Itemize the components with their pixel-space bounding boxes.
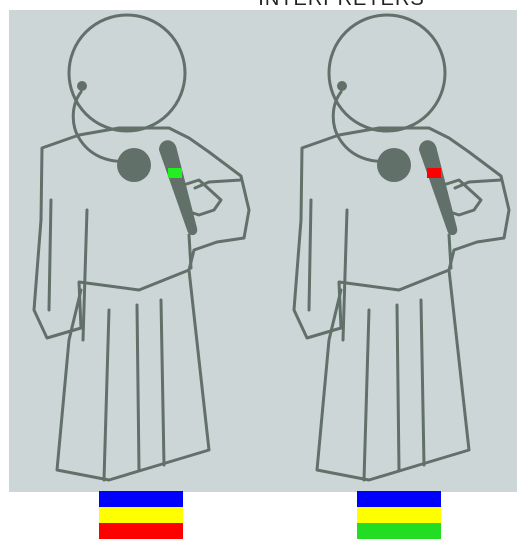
left-fold-3	[189, 235, 191, 268]
left-flag-stripe-3	[99, 523, 183, 539]
right-flag-stripe-2	[357, 507, 441, 523]
right-fold-3	[449, 235, 451, 268]
left-language-flag	[99, 491, 183, 539]
right-language-flag	[357, 491, 441, 539]
left-fold-1	[49, 200, 51, 310]
left-earpiece	[77, 81, 87, 91]
left-neck-mic-disc	[117, 148, 151, 182]
right-mic-indicator	[427, 168, 441, 178]
right-flag-stripe-3	[357, 523, 441, 539]
illustration-panel	[9, 10, 517, 492]
left-flag-stripe-2	[99, 507, 183, 523]
right-earpiece	[337, 81, 347, 91]
right-flag-stripe-1	[357, 491, 441, 507]
left-skirt-fold-2	[137, 305, 139, 470]
right-fold-1	[309, 200, 311, 310]
right-skirt-fold-2	[397, 305, 399, 470]
left-mic-indicator	[168, 168, 182, 178]
right-neck-mic-disc	[377, 148, 411, 182]
left-flag-stripe-1	[99, 491, 183, 507]
